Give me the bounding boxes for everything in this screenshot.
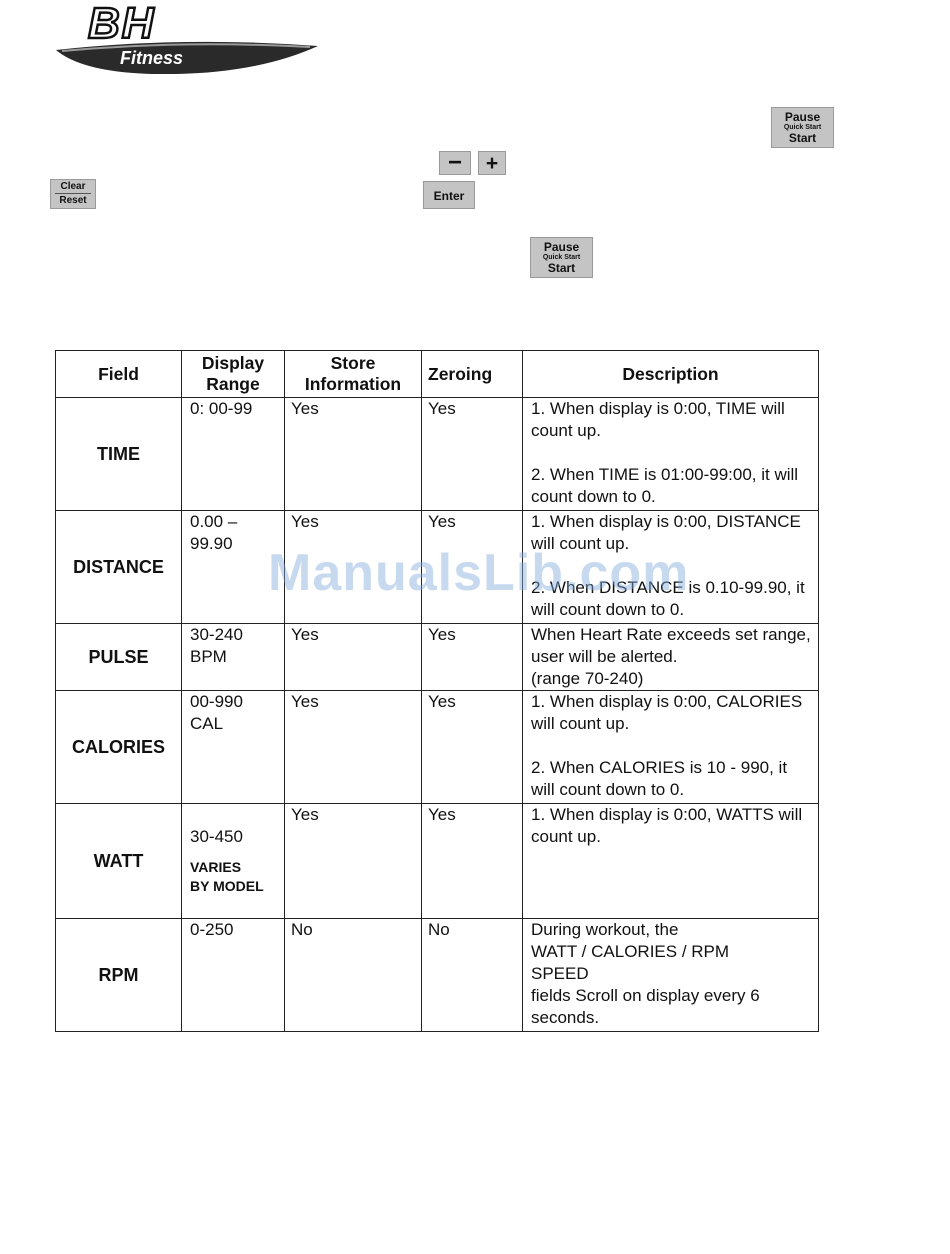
- zeroing: Yes: [421, 803, 523, 919]
- table-row: TIME 0: 00-99 Yes Yes 1. When display is…: [55, 397, 819, 511]
- zeroing: Yes: [421, 690, 523, 804]
- bh-fitness-logo: Fitness BH: [52, 2, 320, 74]
- pause-start-key-icon: Pause Quick Start Start: [771, 107, 834, 148]
- clear-reset-key-icon: Clear Reset: [50, 179, 96, 209]
- description: 1. When display is 0:00, TIME will count…: [522, 397, 819, 511]
- display-range: 0.00 – 99.90: [181, 510, 285, 624]
- table-row: CALORIES 00-990 CAL Yes Yes 1. When disp…: [55, 690, 819, 804]
- key-label: Start: [547, 261, 576, 275]
- field-name: CALORIES: [55, 690, 182, 804]
- header-description: Description: [522, 350, 819, 398]
- description: When Heart Rate exceeds set range, user …: [522, 623, 819, 691]
- table-row: DISTANCE 0.00 – 99.90 Yes Yes 1. When di…: [55, 510, 819, 624]
- display-fields-table: Field Display Range Store Information Ze…: [55, 350, 819, 1032]
- zeroing: Yes: [421, 397, 523, 511]
- display-range: 0-250: [181, 918, 285, 1032]
- header-display-range: Display Range: [181, 350, 285, 398]
- display-range: 0: 00-99: [181, 397, 285, 511]
- plus-key-icon: +: [478, 151, 506, 175]
- enter-key-icon: Enter: [423, 181, 475, 209]
- pause-start-key-icon: Pause Quick Start Start: [530, 237, 593, 278]
- display-range-cell: 30-450 VARIES BY MODEL: [181, 803, 285, 919]
- store-information: Yes: [284, 803, 422, 919]
- field-name: TIME: [55, 397, 182, 511]
- key-label: Pause: [543, 240, 580, 254]
- store-information: Yes: [284, 510, 422, 624]
- description: During workout, the WATT / CALORIES / RP…: [522, 918, 819, 1032]
- field-name: WATT: [55, 803, 182, 919]
- store-information: Yes: [284, 623, 422, 691]
- table-row: WATT 30-450 VARIES BY MODEL Yes Yes 1. W…: [55, 803, 819, 919]
- display-range: 30-240 BPM: [181, 623, 285, 691]
- field-name: DISTANCE: [55, 510, 182, 624]
- field-name: RPM: [55, 918, 182, 1032]
- field-name: PULSE: [55, 623, 182, 691]
- key-label: Clear: [60, 181, 86, 192]
- key-label: Quick Start: [783, 124, 822, 131]
- store-information: Yes: [284, 690, 422, 804]
- key-label: Start: [788, 131, 817, 145]
- zeroing: No: [421, 918, 523, 1032]
- description: 1. When display is 0:00, DISTANCE will c…: [522, 510, 819, 624]
- header-store-information: Store Information: [284, 350, 422, 398]
- table-header-row: Field Display Range Store Information Ze…: [55, 350, 819, 398]
- table-row: PULSE 30-240 BPM Yes Yes When Heart Rate…: [55, 623, 819, 691]
- logo-subtext: Fitness: [120, 48, 183, 68]
- display-range: 00-990 CAL: [181, 690, 285, 804]
- store-information: Yes: [284, 397, 422, 511]
- key-label: Pause: [784, 110, 821, 124]
- store-information: No: [284, 918, 422, 1032]
- minus-key-icon: −: [439, 151, 471, 175]
- description: 1. When display is 0:00, CALORIES will c…: [522, 690, 819, 804]
- range-note: VARIES BY MODEL: [190, 859, 264, 894]
- header-zeroing: Zeroing: [421, 350, 523, 398]
- zeroing: Yes: [421, 510, 523, 624]
- header-field: Field: [55, 350, 182, 398]
- key-label: Reset: [59, 195, 87, 206]
- key-label: Quick Start: [542, 254, 581, 261]
- description: 1. When display is 0:00, WATTS will coun…: [522, 803, 819, 919]
- display-range: 30-450: [190, 827, 243, 846]
- logo-brand: BH: [88, 2, 156, 48]
- zeroing: Yes: [421, 623, 523, 691]
- table-row: RPM 0-250 No No During workout, the WATT…: [55, 918, 819, 1032]
